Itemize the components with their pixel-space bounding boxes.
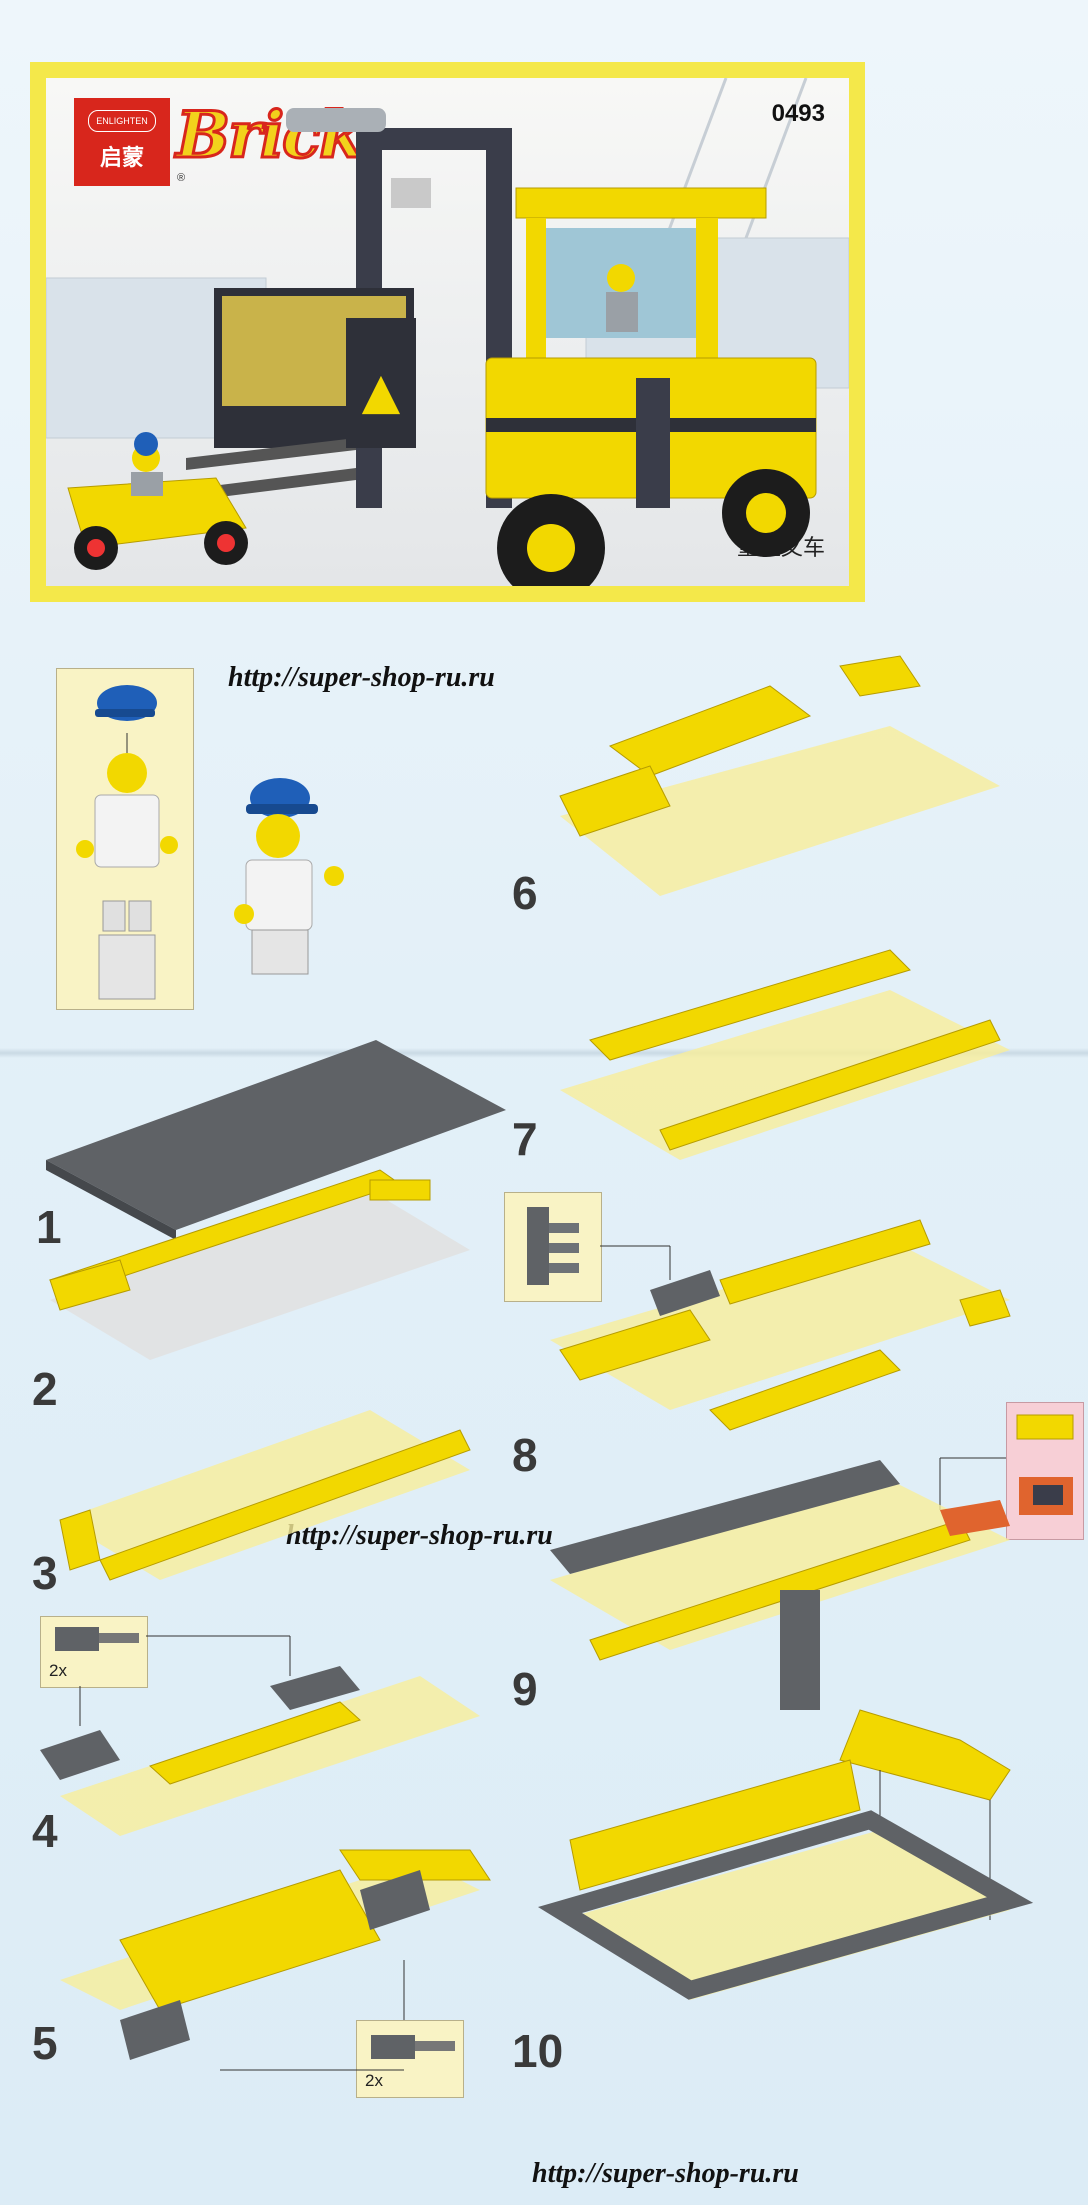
- step-4-assembly: [40, 1635, 480, 1836]
- gray-axle-brick-part: [55, 1627, 139, 1651]
- step-5-quantity: 2x: [365, 2071, 383, 2090]
- step-9-assembly: [550, 1457, 1010, 1710]
- watermark-url-bottom: http://super-shop-ru.ru: [532, 2158, 799, 2189]
- ladder-bracket-part: [527, 1207, 579, 1285]
- svg-text:▲: ▲: [362, 362, 401, 420]
- minifigure-parts-callout: [56, 668, 194, 1010]
- forklift-illustration: ▲: [67, 108, 817, 586]
- step-5-assembly: [60, 1849, 491, 2060]
- step-number-5: 5: [32, 2017, 58, 2069]
- step-2-assembly: [48, 1169, 470, 1360]
- watermark-url-top: http://super-shop-ru.ru: [228, 662, 495, 693]
- brand-seal: ENLIGHTEN: [88, 110, 156, 132]
- gray-axle-brick-part: [371, 2035, 455, 2059]
- step-9-callout: [1006, 1402, 1084, 1540]
- box-cover: ENLIGHTEN 启蒙 Brick ® 0493 重型叉车 ▲: [30, 62, 865, 602]
- step-7-assembly: [560, 949, 1010, 1160]
- step-number-7: 7: [512, 1113, 538, 1165]
- trademark-symbol: ®: [177, 172, 186, 184]
- step-number-8: 8: [512, 1429, 538, 1481]
- brand-logo-badge: ENLIGHTEN 启蒙: [74, 98, 170, 186]
- page-fold-line: [0, 1048, 1088, 1058]
- step-1-gray-plate: [46, 1040, 506, 1240]
- step-number-3: 3: [32, 1547, 58, 1599]
- step-8-assembly: [550, 1219, 1011, 1431]
- step-number-4: 4: [32, 1805, 58, 1857]
- step-3-assembly: [59, 1410, 471, 1581]
- step-8-callout: [504, 1192, 602, 1302]
- headlight-brick-parts: [1016, 1414, 1074, 1515]
- brand-chinese-name: 启蒙: [99, 146, 144, 171]
- step-5-arrows: [220, 1960, 405, 2071]
- step-number-10: 10: [512, 2025, 564, 2077]
- step-number-1: 1: [36, 1201, 62, 1253]
- step-number-9: 9: [512, 1663, 538, 1715]
- step-10-assembly: [537, 1709, 1034, 2000]
- watermark-url-middle: http://super-shop-ru.ru: [286, 1520, 553, 1551]
- set-number: 0493: [771, 100, 825, 127]
- step-5-callout: 2x: [356, 2020, 464, 2098]
- step-4-quantity: 2x: [49, 1661, 67, 1680]
- minifigure-exploded-parts: [76, 685, 178, 1000]
- step-number-6: 6: [512, 867, 538, 919]
- step-4-callout: 2x: [40, 1616, 148, 1688]
- cover-artwork: ENLIGHTEN 启蒙 Brick ® 0493 重型叉车 ▲: [46, 78, 849, 586]
- step-6-assembly: [559, 655, 1000, 896]
- step-number-2: 2: [32, 1363, 58, 1415]
- minifigure-assembled: [234, 778, 344, 975]
